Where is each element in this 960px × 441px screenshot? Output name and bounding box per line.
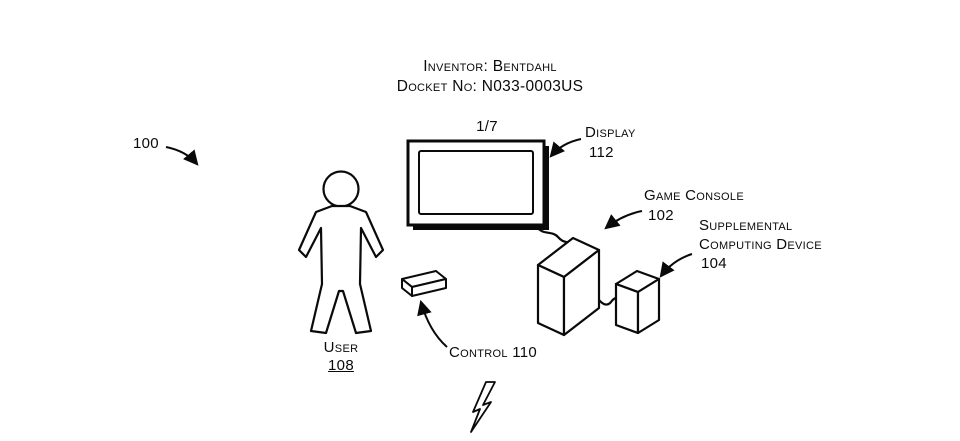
docket-line: Docket No: N033-0003US	[396, 78, 584, 95]
supplemental-leader-arrow	[659, 253, 693, 278]
ref-100-label: 100	[133, 135, 159, 152]
user-number: 108	[328, 357, 354, 374]
supplemental-label-line2: Computing Device	[699, 236, 822, 253]
control-leader-arrow	[417, 299, 448, 348]
display-tv	[406, 139, 549, 230]
supplemental-label-line1: Supplemental	[699, 217, 793, 234]
user-figure	[297, 170, 385, 335]
display-leader-arrow	[549, 138, 582, 158]
control-label: Control 110	[449, 344, 538, 361]
lightning-bolt-icon	[470, 381, 496, 433]
display-number: 112	[589, 144, 614, 161]
console-label: Game Console	[644, 187, 744, 204]
supplemental-device-box	[614, 269, 661, 335]
game-console-box	[536, 236, 601, 337]
control-remote-box	[401, 270, 447, 297]
user-label: User	[323, 339, 359, 356]
console-leader-arrow	[604, 210, 643, 230]
inventor-line: Inventor: Bentdahl	[423, 58, 557, 75]
sheet-label: 1/7	[476, 118, 498, 135]
console-number: 102	[648, 207, 674, 224]
supplemental-number: 104	[701, 255, 727, 272]
display-label: Display	[585, 124, 636, 141]
ref-100-arrow	[165, 146, 199, 166]
